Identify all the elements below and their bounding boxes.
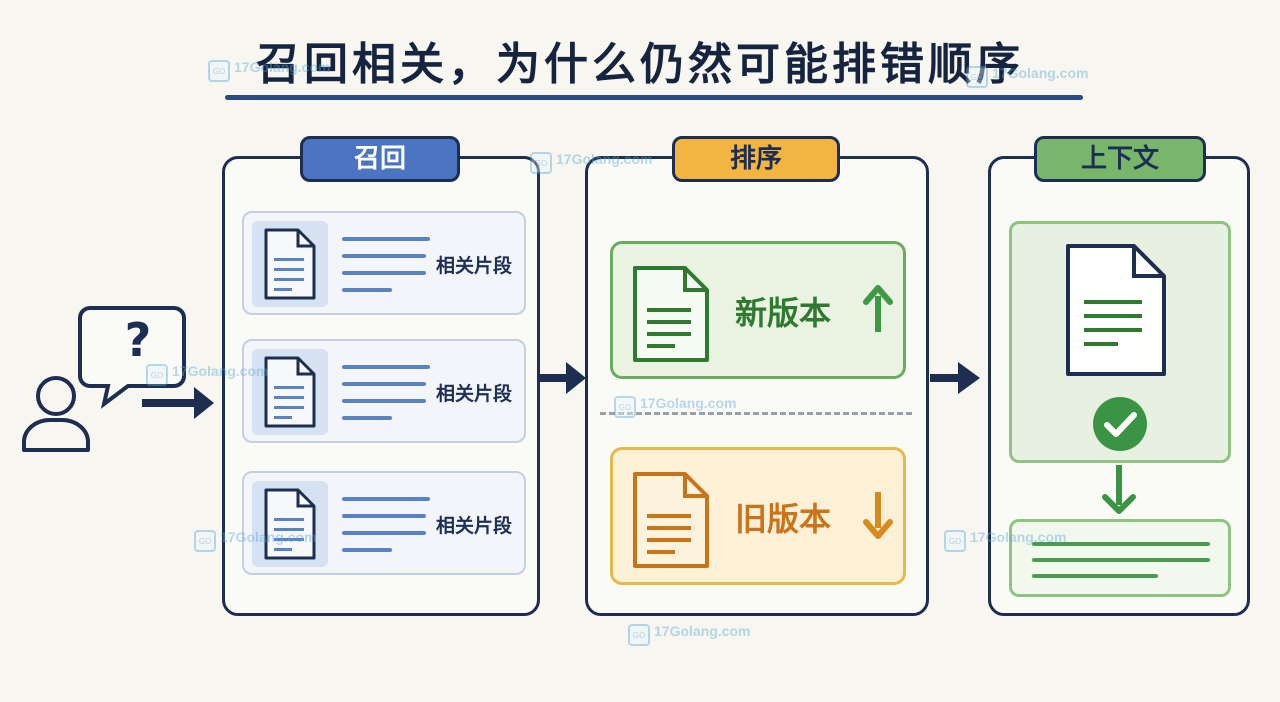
arrow-right-icon (540, 360, 588, 396)
watermark-logo-icon: GO (146, 364, 168, 386)
page-title: 召回相关，为什么仍然可能排错顺序 (256, 39, 1024, 90)
watermark-logo-icon: GO (944, 530, 966, 552)
watermark: GO 17Golang.com (530, 152, 652, 174)
title-underline (225, 95, 1083, 100)
snippet-label: 相关片段 (436, 255, 513, 277)
watermark-text: 17Golang.com (970, 529, 1067, 545)
down-arrow-icon (863, 490, 893, 540)
document-icon (1064, 242, 1168, 378)
snippet-label: 相关片段 (436, 383, 513, 405)
user-icon (22, 376, 90, 452)
snippet-card: 相关片段 (242, 471, 526, 575)
watermark-text: 17Golang.com (234, 59, 331, 75)
ranking-panel: 新版本 旧版本 (585, 156, 929, 616)
watermark-logo-icon: GO (614, 396, 636, 418)
document-icon (631, 470, 711, 570)
watermark-text: 17Golang.com (654, 623, 751, 639)
arrow-right-icon (930, 360, 982, 396)
document-icon (252, 221, 328, 307)
check-circle-icon (1092, 396, 1148, 452)
context-output-card (1009, 519, 1231, 597)
watermark: GO 17Golang.com (966, 66, 1088, 88)
watermark-logo-icon: GO (628, 624, 650, 646)
watermark-text: 17Golang.com (172, 363, 269, 379)
arrow-right-icon (142, 387, 214, 419)
snippet-label: 相关片段 (436, 515, 513, 537)
watermark-text: 17Golang.com (992, 65, 1089, 81)
snippet-text-lines (342, 497, 430, 565)
watermark-text: 17Golang.com (556, 151, 653, 167)
watermark: GO 17Golang.com (614, 396, 736, 418)
watermark-logo-icon: GO (208, 60, 230, 82)
context-tag: 上下文 (1034, 136, 1206, 182)
snippet-card: 相关片段 (242, 339, 526, 443)
up-arrow-icon (863, 284, 893, 334)
watermark-text: 17Golang.com (220, 529, 317, 545)
recall-panel: 相关片段 相关片段 (222, 156, 540, 616)
old-version-label: 旧版本 (735, 500, 832, 538)
watermark: GO 17Golang.com (208, 60, 330, 82)
watermark-text: 17Golang.com (640, 395, 737, 411)
context-document-card (1009, 221, 1231, 463)
recall-tag: 召回 (300, 136, 460, 182)
watermark-logo-icon: GO (530, 152, 552, 174)
watermark-logo-icon: GO (966, 66, 988, 88)
watermark: GO 17Golang.com (944, 530, 1066, 552)
new-version-card: 新版本 (610, 241, 906, 379)
snippet-text-lines (342, 365, 430, 433)
user-figure: ? (18, 300, 218, 470)
watermark: GO 17Golang.com (146, 364, 268, 386)
watermark: GO 17Golang.com (194, 530, 316, 552)
new-version-label: 新版本 (735, 294, 832, 332)
question-mark: ? (124, 313, 152, 367)
down-arrow-icon (1101, 463, 1137, 517)
context-panel (988, 156, 1250, 616)
document-icon (631, 264, 711, 364)
document-icon (252, 349, 328, 435)
snippet-text-lines (342, 237, 430, 305)
snippet-card: 相关片段 (242, 211, 526, 315)
watermark-logo-icon: GO (194, 530, 216, 552)
speech-bubble-icon (78, 306, 186, 409)
dashed-divider (600, 412, 912, 415)
old-version-card: 旧版本 (610, 447, 906, 585)
document-icon (252, 481, 328, 567)
ranking-tag: 排序 (672, 136, 840, 182)
watermark: GO 17Golang.com (628, 624, 750, 646)
